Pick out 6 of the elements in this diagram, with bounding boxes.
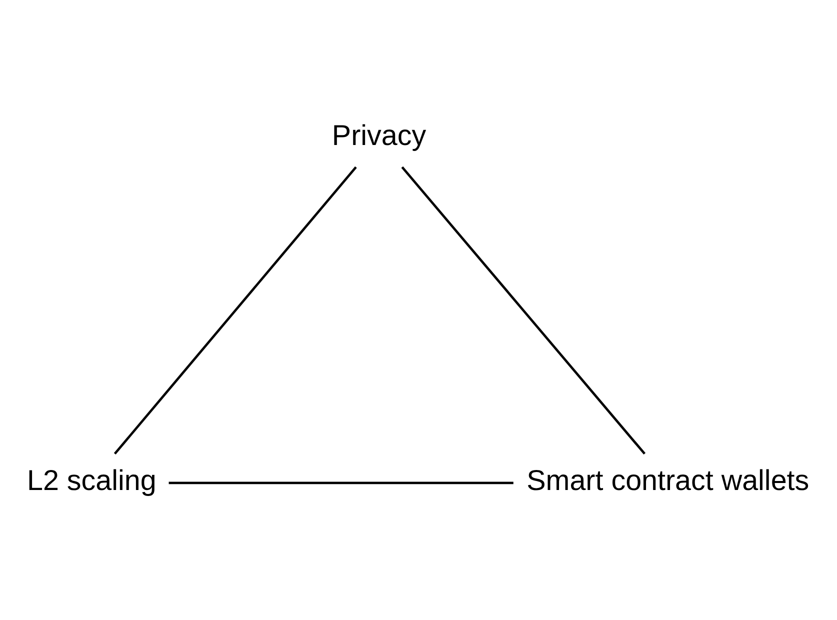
node-text: Privacy	[332, 120, 426, 152]
node-text: L2 scaling	[27, 464, 156, 496]
connector	[401, 166, 646, 454]
node-text: Smart contract wallets	[526, 464, 810, 496]
connector	[114, 166, 357, 454]
connector	[168, 481, 514, 484]
